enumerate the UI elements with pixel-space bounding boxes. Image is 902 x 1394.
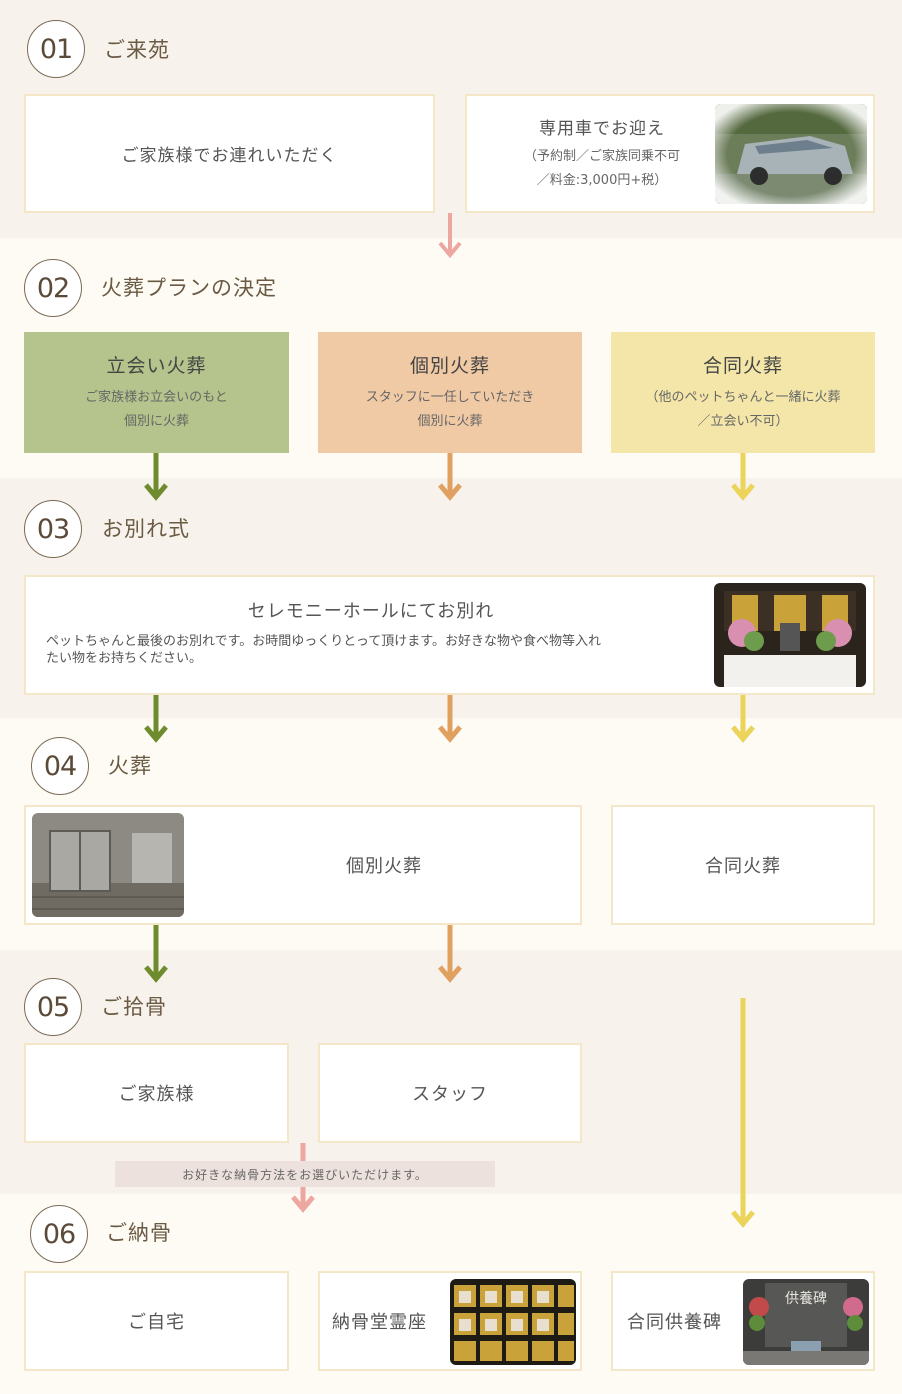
interment-ossuary-box: 納骨堂霊座 bbox=[318, 1271, 582, 1371]
ceremony-desc-1: ペットちゃんと最後のお別れです。お時間ゆっくりとって頂けます。お好きな物や食べ物… bbox=[46, 634, 601, 649]
plan-individual-line1: スタッフに一任していただき bbox=[365, 390, 535, 405]
step-number-05: 05 bbox=[24, 978, 82, 1036]
interment-home-box: ご自宅 bbox=[24, 1271, 289, 1371]
arrow-down-green-icon bbox=[144, 925, 168, 983]
plan-joint-line1: （他のペットちゃんと一緒に火葬 bbox=[645, 390, 841, 405]
interment-ossuary-label: 納骨堂霊座 bbox=[332, 1312, 427, 1333]
plan-individual-cremation[interactable]: 個別火葬 スタッフに一任していただき 個別に火葬 bbox=[318, 332, 582, 453]
individual-cremation-label: 個別火葬 bbox=[346, 856, 422, 877]
family-bring-label: ご家族様でお連れいただく bbox=[121, 146, 338, 166]
pickup-title: 専用車でお迎え bbox=[539, 119, 665, 139]
pickup-car-photo bbox=[715, 104, 867, 204]
pickup-note-2: ／料金:3,000円+税） bbox=[536, 173, 668, 188]
memorial-stone-text: 供養碑 bbox=[785, 1290, 827, 1307]
ossuary-photo bbox=[450, 1279, 576, 1365]
collection-staff-box: スタッフ bbox=[318, 1043, 582, 1143]
arrow-down-yellow-icon bbox=[731, 695, 755, 743]
arrow-down-yellow-long-icon bbox=[731, 998, 755, 1228]
individual-cremation-box: 個別火葬 bbox=[24, 805, 582, 925]
arrow-down-yellow-icon bbox=[731, 453, 755, 501]
plan-witness-line1: ご家族様お立会いのもと bbox=[85, 390, 228, 405]
plan-joint-title: 合同火葬 bbox=[702, 355, 783, 377]
step-number-06: 06 bbox=[30, 1205, 88, 1263]
ceremony-desc-2: たい物をお持ちください。 bbox=[46, 651, 203, 666]
interment-memorial-label: 合同供養碑 bbox=[627, 1312, 722, 1333]
interment-memorial-box: 合同供養碑 供養碑 bbox=[611, 1271, 875, 1371]
collection-family-label: ご家族様 bbox=[118, 1084, 195, 1105]
arrow-down-pink-icon bbox=[438, 213, 462, 259]
plan-joint-cremation[interactable]: 合同火葬 （他のペットちゃんと一緒に火葬 ／立会い不可） bbox=[611, 332, 875, 453]
ceremony-box: セレモニーホールにてお別れ ペットちゃんと最後のお別れです。お時間ゆっくりとって… bbox=[24, 575, 875, 695]
plan-joint-line2: ／立会い不可） bbox=[697, 414, 789, 429]
step-title-06: ご納骨 bbox=[106, 1221, 172, 1245]
step-title-03: お別れ式 bbox=[102, 517, 190, 541]
cremation-chamber-photo bbox=[32, 813, 184, 917]
arrow-down-orange-icon bbox=[438, 925, 462, 983]
interment-choice-notice: お好きな納骨方法をお選びいただけます。 bbox=[115, 1161, 495, 1187]
joint-cremation-label: 合同火葬 bbox=[705, 856, 781, 877]
step-title-05: ご拾骨 bbox=[101, 995, 167, 1019]
step-title-01: ご来苑 bbox=[104, 38, 170, 62]
arrow-down-green-icon bbox=[144, 695, 168, 743]
step-title-04: 火葬 bbox=[108, 754, 152, 778]
step-number-03: 03 bbox=[24, 500, 82, 558]
plan-witness-line2: 個別に火葬 bbox=[123, 414, 189, 429]
collection-family-box: ご家族様 bbox=[24, 1043, 289, 1143]
arrow-down-orange-icon bbox=[438, 453, 462, 501]
step-number-02: 02 bbox=[24, 259, 82, 317]
collection-staff-label: スタッフ bbox=[412, 1084, 488, 1105]
step-title-02: 火葬プランの決定 bbox=[101, 276, 277, 300]
plan-witness-title: 立会い火葬 bbox=[106, 355, 207, 377]
memorial-stone-photo: 供養碑 bbox=[743, 1279, 869, 1365]
interment-home-label: ご自宅 bbox=[128, 1312, 185, 1333]
ceremony-title: セレモニーホールにてお別れ bbox=[247, 601, 495, 622]
ceremony-hall-photo bbox=[714, 583, 866, 687]
arrow-down-orange-icon bbox=[438, 695, 462, 743]
family-bring-box: ご家族様でお連れいただく bbox=[24, 94, 435, 213]
plan-individual-line2: 個別に火葬 bbox=[417, 414, 483, 429]
joint-cremation-box: 合同火葬 bbox=[611, 805, 875, 925]
pickup-note-1: （予約制／ご家族同乗不可 bbox=[523, 149, 680, 164]
step-number-01: 01 bbox=[27, 20, 85, 78]
pickup-box: 専用車でお迎え （予約制／ご家族同乗不可 ／料金:3,000円+税） bbox=[465, 94, 875, 213]
plan-witness-cremation[interactable]: 立会い火葬 ご家族様お立会いのもと 個別に火葬 bbox=[24, 332, 289, 453]
plan-individual-title: 個別火葬 bbox=[409, 355, 490, 377]
arrow-down-green-icon bbox=[144, 453, 168, 501]
step-number-04: 04 bbox=[31, 737, 89, 795]
